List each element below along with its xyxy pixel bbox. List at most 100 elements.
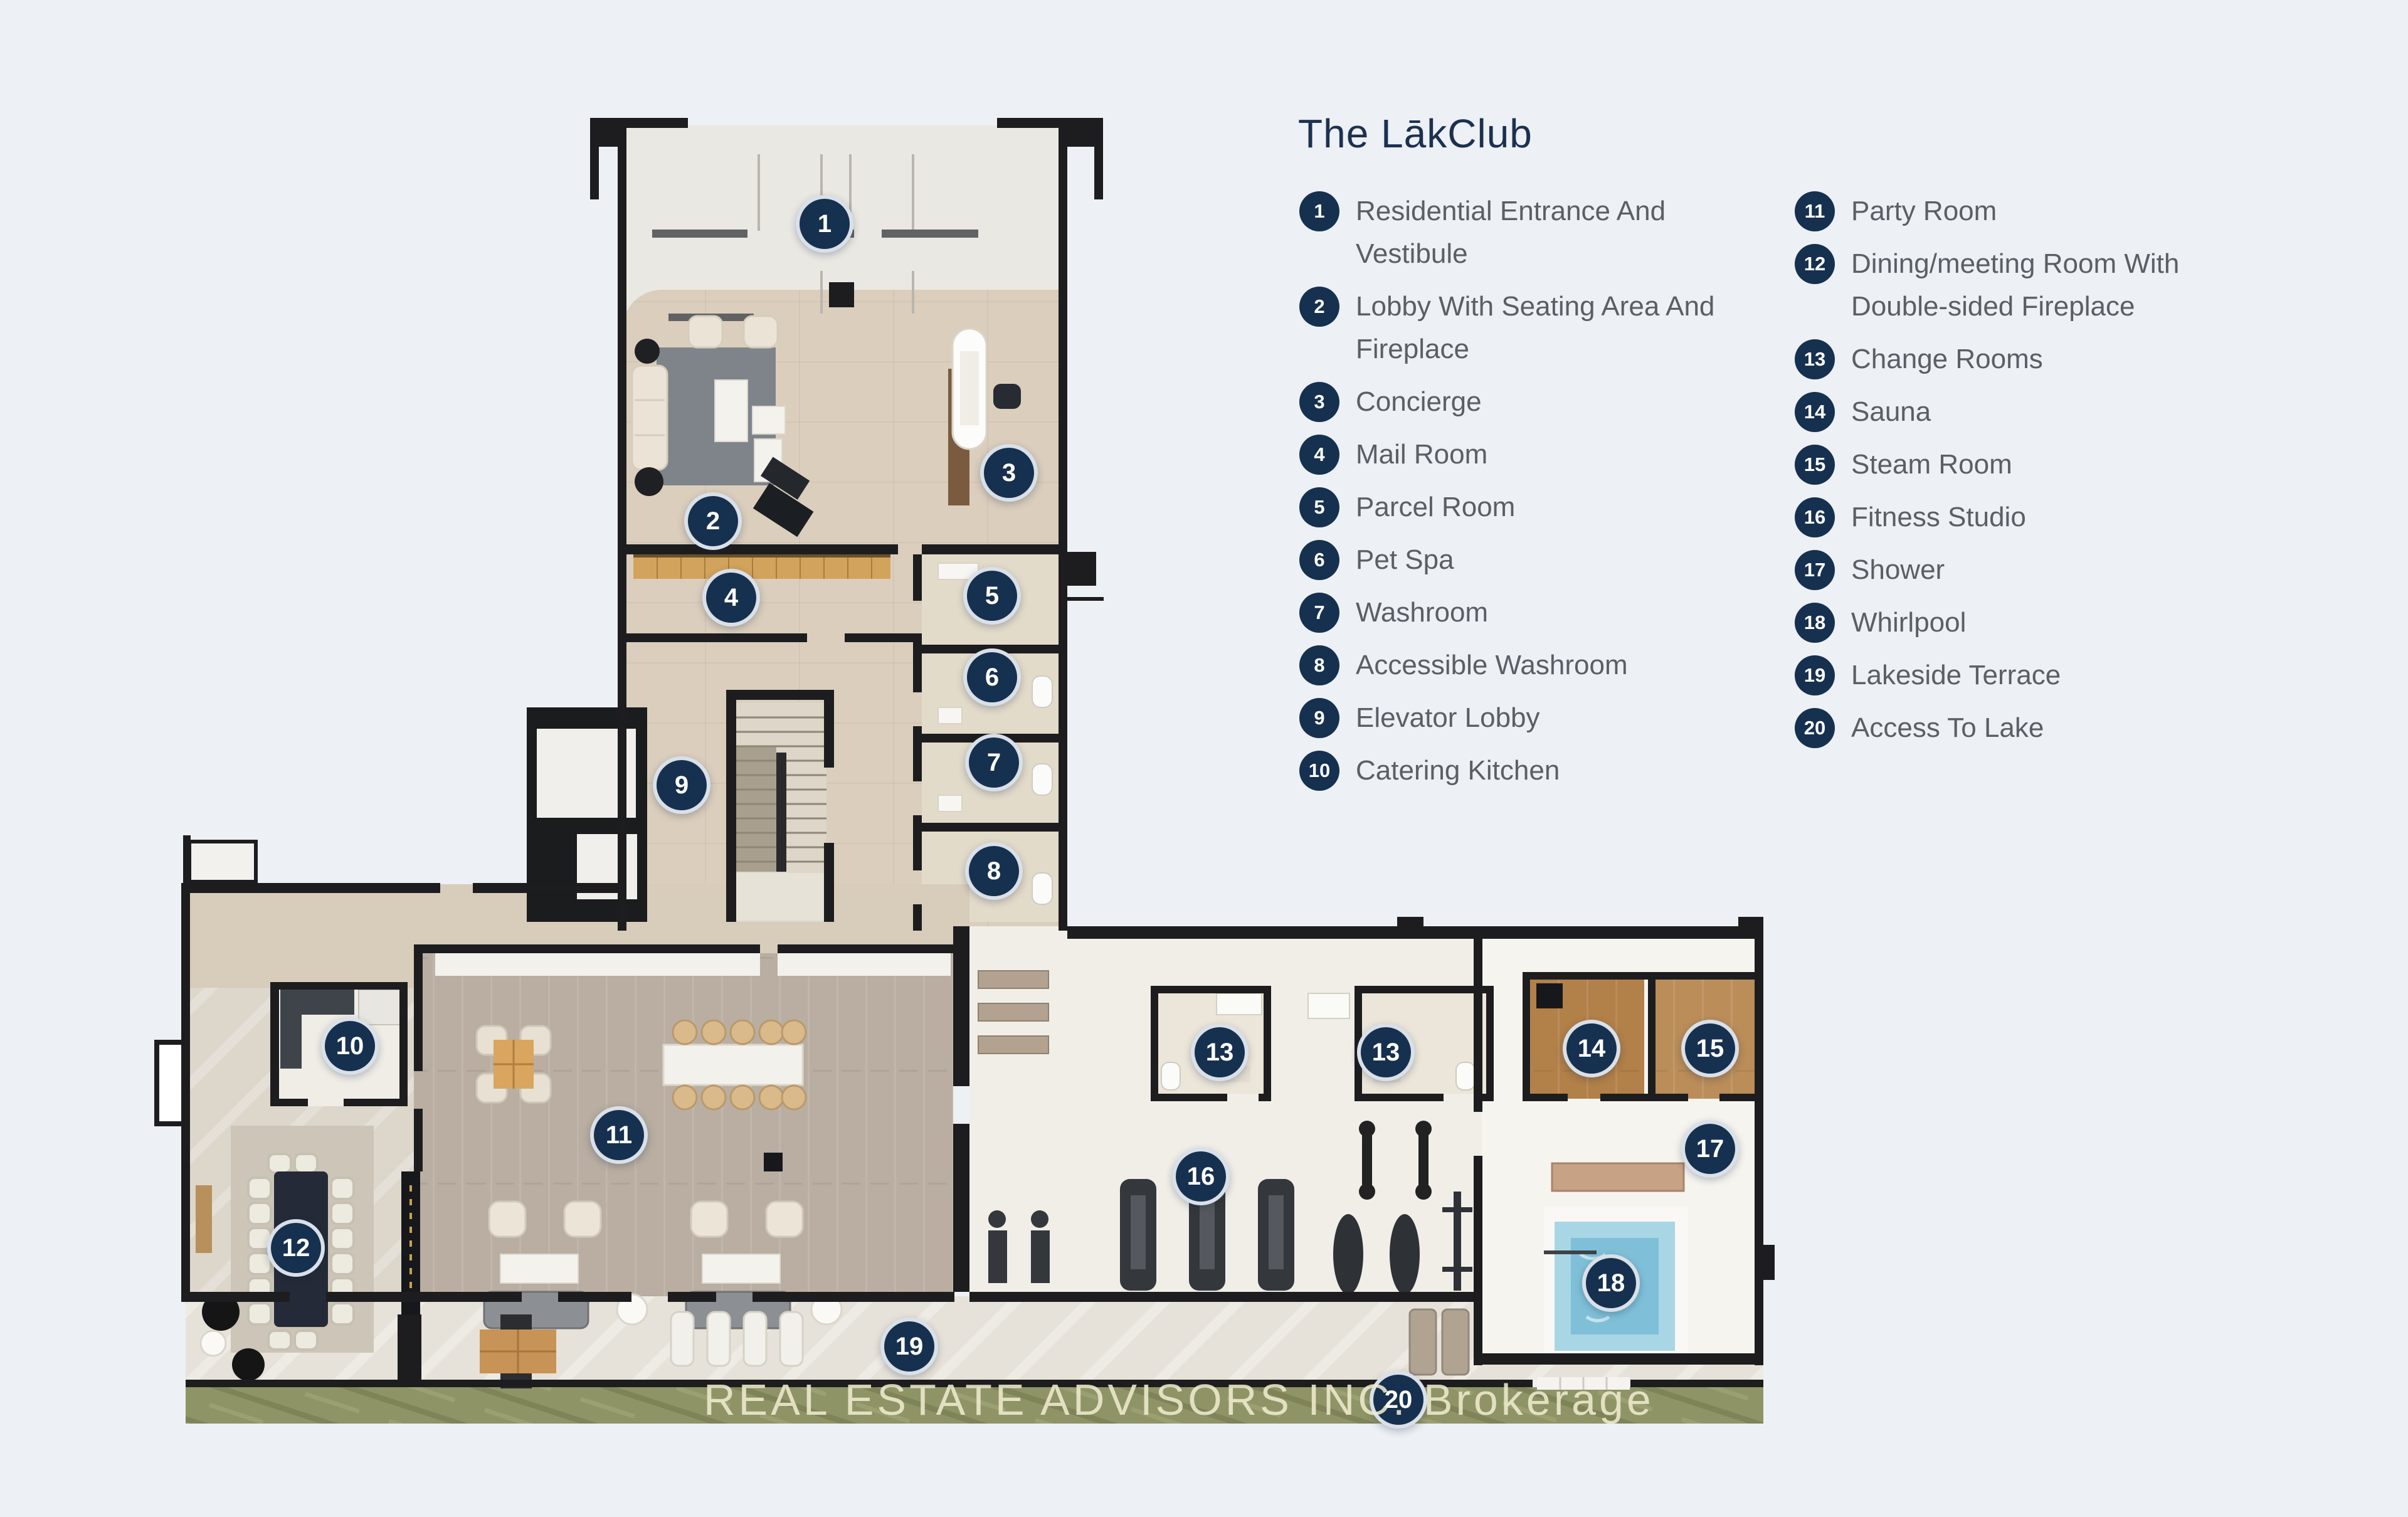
plan-marker-10: 10 (321, 1017, 379, 1075)
legend-item: 4 Mail Room (1299, 433, 1732, 476)
legend-label: Fitness Studio (1851, 502, 2026, 532)
legend-number-badge: 13 (1795, 339, 1835, 379)
legend-number-badge: 10 (1299, 751, 1339, 791)
legend-label: Catering Kitchen (1356, 755, 1560, 786)
lake-access-steps (1537, 1377, 1630, 1390)
legend-number-badge: 6 (1299, 540, 1339, 580)
staircase (732, 702, 826, 922)
legend-number-badge: 14 (1795, 392, 1835, 432)
window-bay (154, 1040, 187, 1126)
plan-marker-11: 11 (590, 1106, 648, 1164)
entry-planter (187, 840, 258, 884)
legend-number-badge: 16 (1795, 497, 1835, 537)
plan-marker-8: 8 (965, 842, 1023, 900)
change-room-fixtures (1161, 993, 1476, 1091)
kitchen-counters (280, 989, 401, 1069)
plan-marker-13: 13 (1357, 1023, 1415, 1081)
legend-item: 9 Elevator Lobby (1299, 697, 1732, 739)
plan-marker-7: 7 (965, 734, 1023, 791)
lobby-sofa (631, 364, 668, 471)
legend-label: Elevator Lobby (1356, 702, 1540, 733)
plan-marker-3: 3 (980, 444, 1038, 502)
plan-marker-9: 9 (653, 756, 710, 814)
legend-label: Mail Room (1356, 439, 1488, 470)
side-table (635, 339, 660, 364)
legend-item: 6 Pet Spa (1299, 539, 1732, 581)
legend-number-badge: 8 (1299, 645, 1339, 685)
legend-label: Access To Lake (1851, 712, 2044, 743)
dumbbell-racks (1359, 1121, 1432, 1200)
legend-item: 18 Whirlpool (1795, 601, 2196, 644)
legend-number-badge: 3 (1299, 382, 1339, 422)
plan-marker-17: 17 (1681, 1120, 1739, 1178)
legend-number-badge: 15 (1795, 445, 1835, 485)
legend-item: 20 Access To Lake (1795, 707, 2196, 749)
legend-number-badge: 17 (1795, 550, 1835, 590)
concierge-desk (948, 327, 1021, 505)
console (196, 1185, 212, 1253)
legend-number-badge: 20 (1795, 708, 1835, 748)
legend-label: Sauna (1851, 396, 1931, 427)
watermark-text: REAL ESTATE ADVISORS INC. Brokerage (704, 1375, 1654, 1424)
plan-marker-4: 4 (702, 569, 760, 626)
plan-marker-5: 5 (963, 567, 1021, 625)
legend-label: Party Room (1851, 196, 1997, 226)
plan-marker-13: 13 (1191, 1023, 1249, 1081)
legend-number-badge: 12 (1795, 244, 1835, 284)
lobby-armchairs (687, 315, 779, 349)
plan-marker-12: 12 (267, 1219, 325, 1277)
treadmills (1120, 1179, 1294, 1291)
legend-item: 16 Fitness Studio (1795, 496, 2196, 539)
plan-marker-6: 6 (963, 648, 1021, 706)
legend-number-badge: 7 (1299, 593, 1339, 633)
legend-number-badge: 18 (1795, 603, 1835, 643)
legend-number-badge: 5 (1299, 487, 1339, 527)
legend-item: 10 Catering Kitchen (1299, 749, 1732, 792)
plan-marker-2: 2 (684, 492, 742, 550)
legend-number-badge: 11 (1795, 191, 1835, 231)
legend-label: Whirlpool (1851, 607, 1967, 638)
fireplace (401, 1171, 420, 1314)
legend-item: 14 Sauna (1795, 391, 2196, 433)
plan-marker-16: 16 (1172, 1148, 1230, 1205)
legend-number-badge: 9 (1299, 698, 1339, 738)
mailboxes (633, 547, 890, 579)
plan-marker-14: 14 (1563, 1020, 1620, 1077)
legend-label: Washroom (1356, 597, 1489, 628)
planter (232, 1348, 265, 1381)
legend-item: 7 Washroom (1299, 591, 1732, 634)
legend-item: 17 Shower (1795, 549, 2196, 591)
furniture (154, 154, 1688, 1390)
legend-item: 5 Parcel Room (1299, 486, 1732, 529)
shower-bench (1551, 1162, 1685, 1192)
legend-label: Shower (1851, 554, 1945, 585)
legend-label: Change Rooms (1851, 344, 2043, 374)
legend-label: Lakeside Terrace (1851, 660, 2061, 690)
legend-item: 11 Party Room (1795, 190, 2196, 233)
page-title: The LākClub (1298, 111, 1533, 156)
legend-label: Pet Spa (1356, 544, 1454, 575)
plan-marker-1: 1 (796, 195, 853, 253)
legend-label: Parcel Room (1356, 492, 1516, 522)
plan-marker-18: 18 (1582, 1254, 1640, 1312)
sauna-stove (1536, 983, 1563, 1008)
plan-marker-20: 20 (1370, 1371, 1427, 1429)
legend-number-badge: 1 (1299, 191, 1339, 231)
legend-number-badge: 4 (1299, 435, 1339, 475)
side-table (635, 467, 663, 496)
legend-item: 13 Change Rooms (1795, 338, 2196, 381)
plan-marker-19: 19 (880, 1318, 938, 1375)
